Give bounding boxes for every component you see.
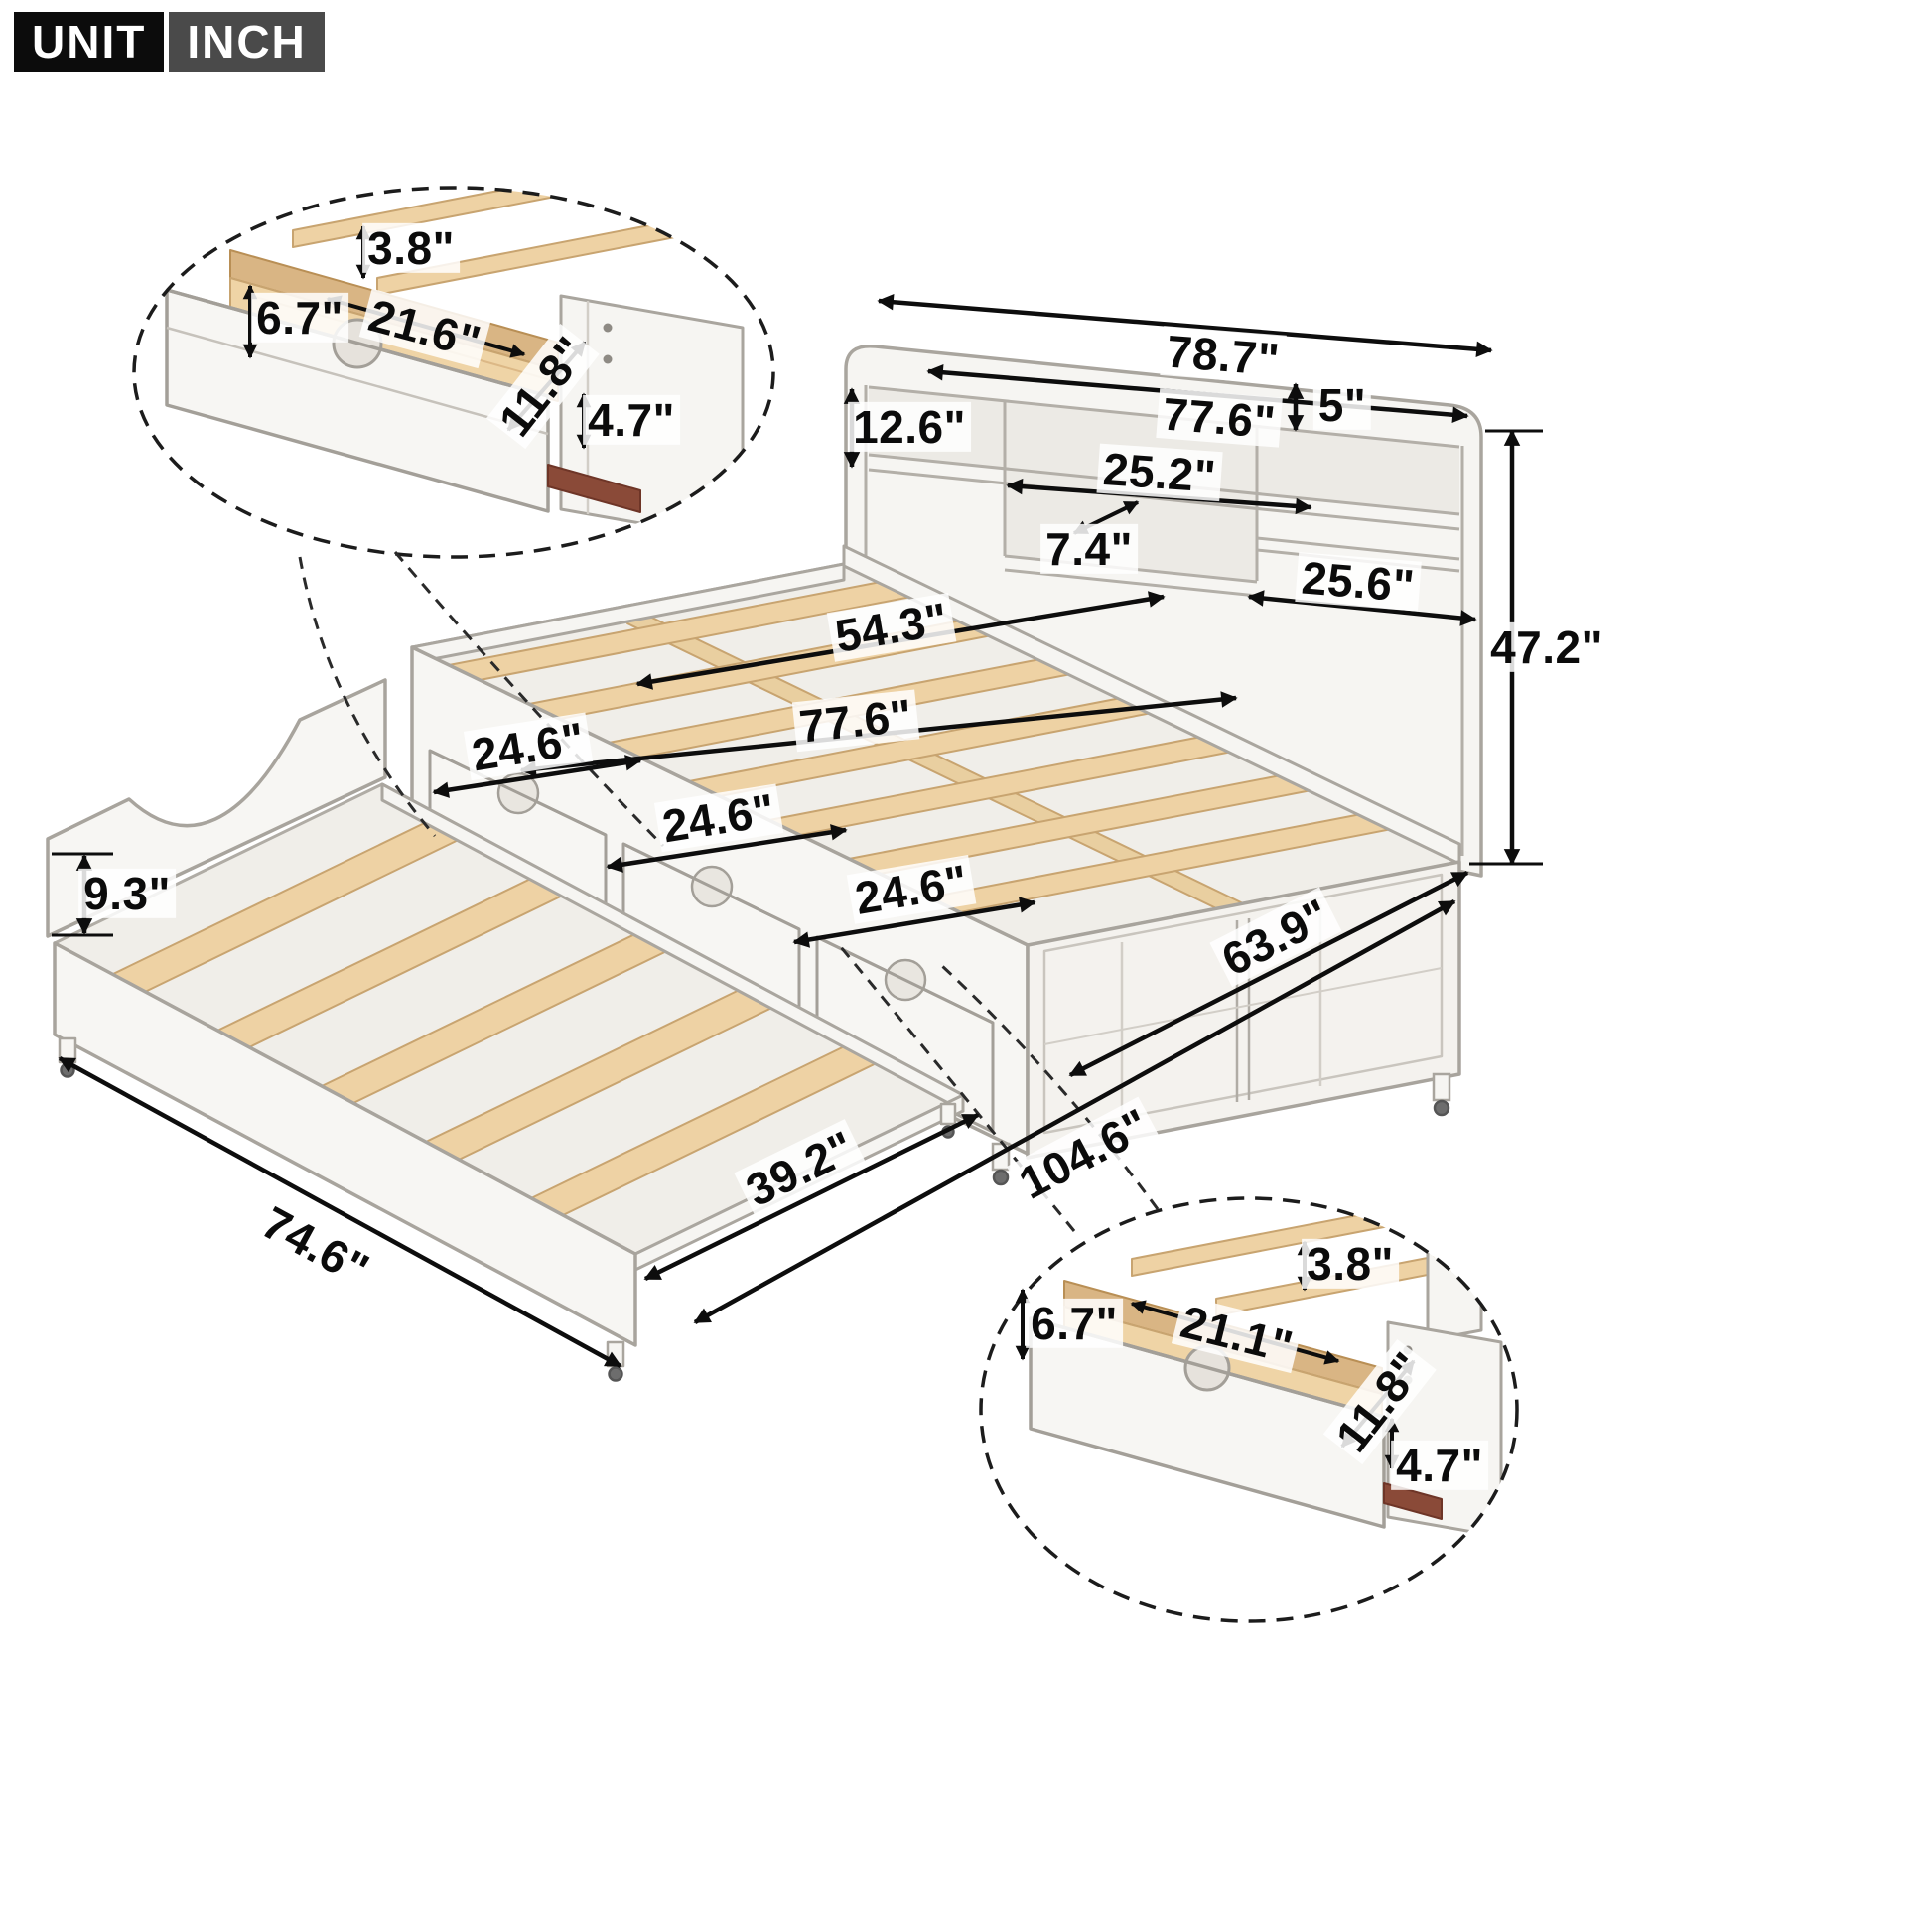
dim-bookcase-inner-width: 77.6" [1156, 387, 1283, 448]
dim-bottom-lip-height: 4.7" [1391, 1440, 1488, 1491]
dim-bottom-front-height: 6.7" [1026, 1298, 1123, 1349]
dim-arrow-drawer-1 [432, 755, 642, 798]
dim-middle-cubby-width: 25.2" [1096, 443, 1223, 502]
dim-right-cubby-width: 25.6" [1295, 551, 1422, 612]
dim-arrow-trundle-length [58, 1056, 622, 1368]
unit-badge: UNIT INCH [14, 12, 325, 72]
dim-bookcase-overall-width: 78.7" [1160, 325, 1287, 385]
unit-label: UNIT [14, 12, 165, 72]
dim-middle-gap: 7.4" [1040, 523, 1138, 575]
dim-arrow-right-cubby [1247, 590, 1477, 626]
dim-top-inner-height: 3.8" [362, 222, 460, 274]
callout-circles [132, 186, 1519, 1623]
dim-top-lip-height: 4.7" [583, 394, 680, 446]
dim-trundle-height: 9.3" [78, 868, 176, 919]
dim-arrow-overall-width [877, 293, 1493, 358]
dim-headboard-height: 47.2" [1485, 621, 1608, 673]
inch-label: INCH [169, 12, 325, 72]
callout-circle-top [132, 186, 775, 559]
dim-top-front-height: 6.7" [251, 292, 348, 344]
dim-bottom-inner-height: 3.8" [1302, 1238, 1399, 1290]
dim-bookcase-top-depth: 5" [1312, 379, 1372, 431]
dim-arrow-drawer-2 [606, 824, 848, 873]
callout-circle-bottom [979, 1196, 1519, 1623]
dim-bookcase-row-height: 12.6" [848, 401, 971, 453]
dim-arrow-overall-length [693, 899, 1456, 1324]
